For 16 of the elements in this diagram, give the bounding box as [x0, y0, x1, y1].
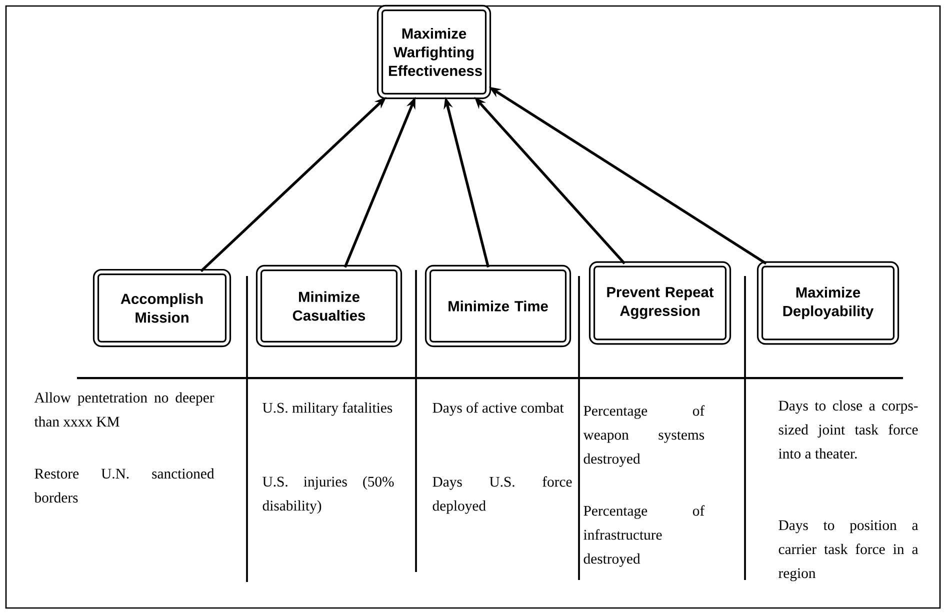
measure-text: Percentage of weapon systems destroyed	[583, 405, 705, 467]
measure-text: Days to position a carrier task force in a region	[778, 520, 918, 582]
measure-text: Days U.S. force deployed	[432, 476, 572, 514]
objective-box: Maximize Deployability	[756, 261, 900, 345]
objective-box: Minimize Casualties	[256, 264, 402, 348]
measure-text: U.S. military fatalities	[262, 402, 392, 416]
measure-text: Percentage of infrastructure destroyed	[584, 505, 705, 567]
measure-text: Restore U.N. sanctioned borders	[34, 468, 214, 503]
measure-text: Days of active combat	[432, 402, 564, 416]
objective-box: Maximize Warfighting Effectiveness	[376, 4, 492, 100]
measure-text: Allow pentetration no deeper than xxxx KM	[34, 392, 214, 427]
measure-text: Days to close a corps-sized joint task force into a theater.	[778, 400, 918, 459]
measure-text: U.S. injuries (50% disability)	[262, 476, 394, 514]
objective-box: Accomplish Mission	[92, 268, 232, 348]
objective-box: Prevent Repeat Aggression	[588, 261, 732, 345]
objective-box: Minimize Time	[424, 264, 572, 348]
